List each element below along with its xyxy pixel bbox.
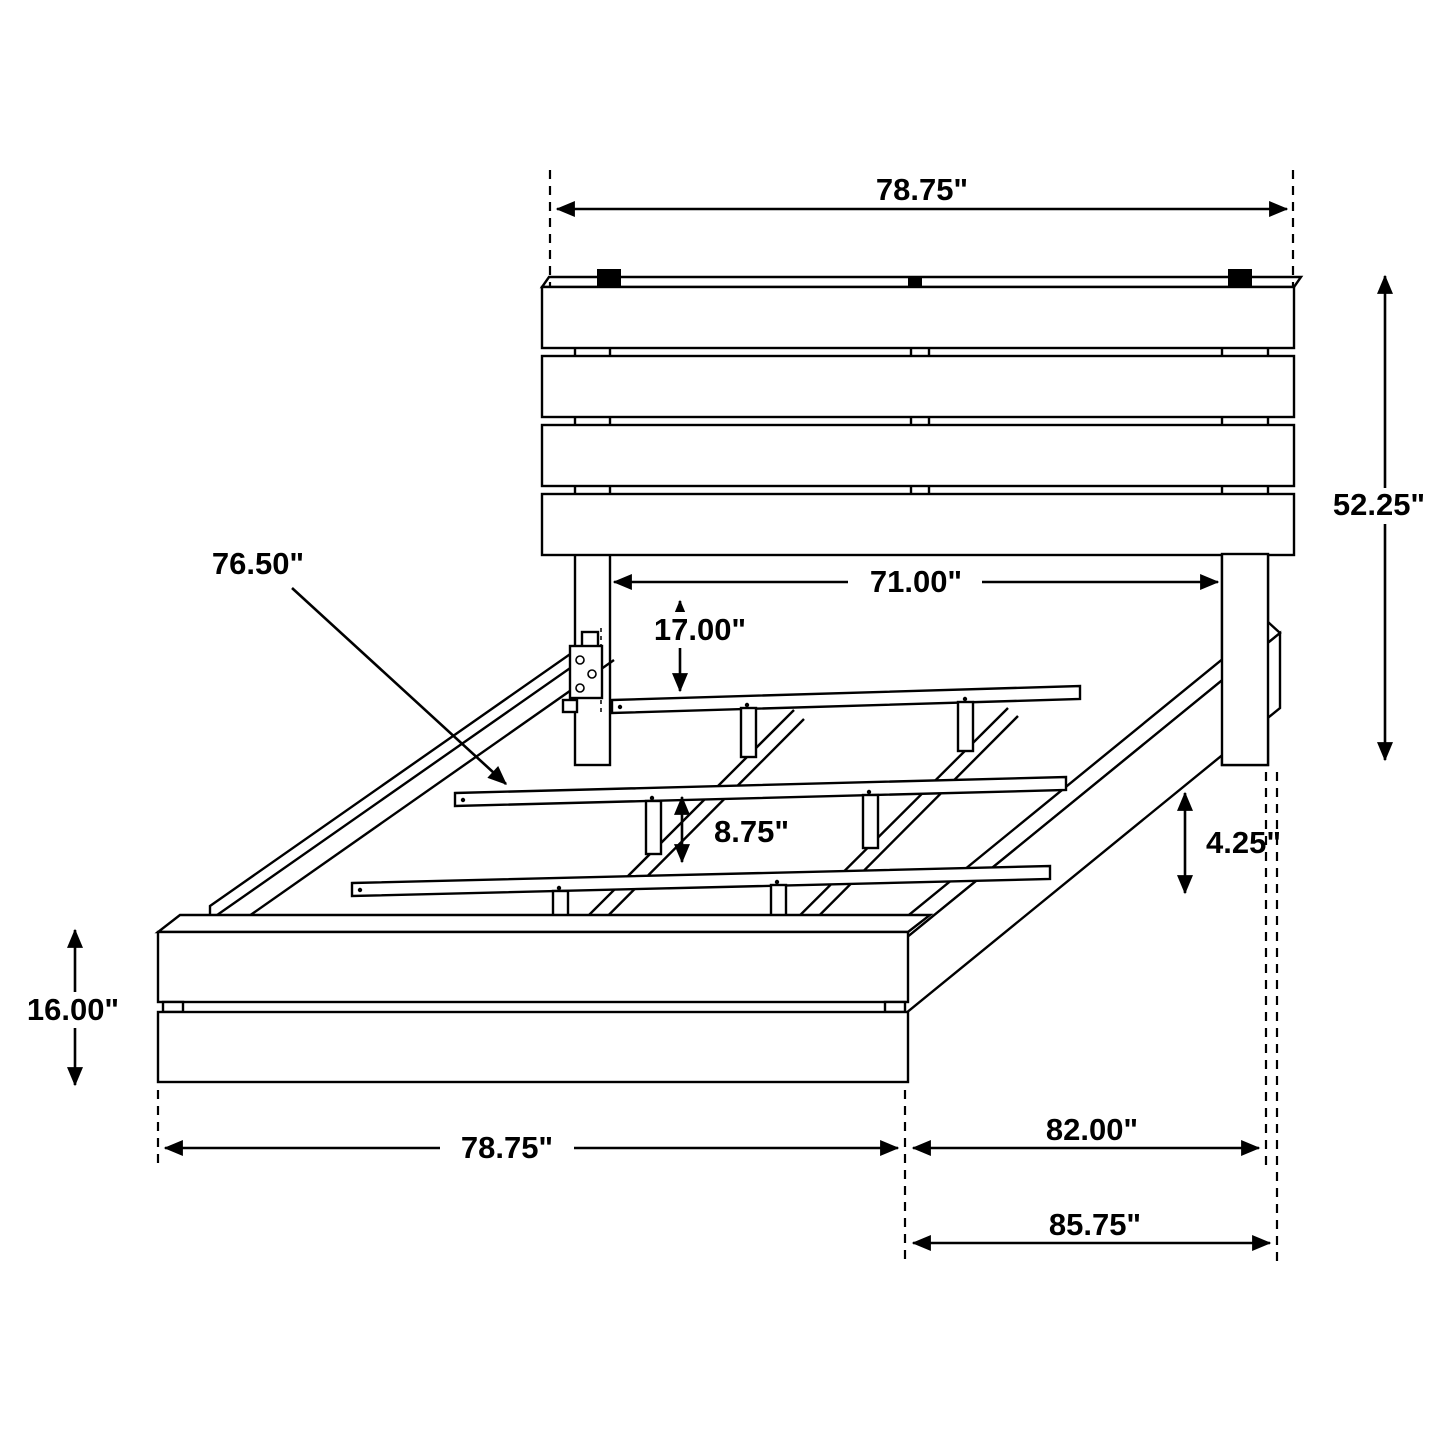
label-slat-rail-length: 76.50" <box>212 546 304 581</box>
label-inner-length: 82.00" <box>1046 1112 1138 1147</box>
slat-support-2 <box>453 775 1068 808</box>
footboard-slat-lower <box>156 1010 910 1084</box>
footboard-gap-post-right <box>883 1000 907 1014</box>
label-4-25: 4.25" <box>1206 825 1281 860</box>
headboard-right-leg <box>1220 552 1270 767</box>
label-footboard-height: 16.00" <box>27 992 119 1027</box>
bed-frame-drawing <box>154 269 1304 1084</box>
headboard-slat-3 <box>540 423 1296 488</box>
headboard-slat-1 <box>540 285 1296 350</box>
slat-support-1-leg-a <box>739 706 758 759</box>
slat-support-2-leg-a <box>644 799 663 856</box>
label-inner-width: 71.00" <box>870 564 962 599</box>
headboard-clip-center <box>908 278 922 287</box>
headboard-slat-2 <box>540 354 1296 419</box>
label-headboard-width: 78.75" <box>876 172 968 207</box>
footboard-top-face <box>154 913 934 934</box>
label-footboard-width: 78.75" <box>461 1130 553 1165</box>
footboard-slat-upper <box>156 930 910 1004</box>
slat-support-1-leg-b <box>956 700 975 753</box>
headboard-clip-right <box>1228 269 1252 287</box>
extension-lines <box>156 170 1295 1263</box>
slat-support-3 <box>350 864 1052 898</box>
headboard-clip-left <box>597 269 621 287</box>
label-headboard-height: 52.25" <box>1333 487 1425 522</box>
label-17: 17.00" <box>654 612 746 647</box>
label-overall-length: 85.75" <box>1049 1207 1141 1242</box>
left-side-rail-inner-edge <box>231 659 615 929</box>
footboard-gap-post-left <box>161 1000 185 1014</box>
leader-line-slat-rail <box>291 587 507 785</box>
slat-support-2-leg-b <box>861 793 880 850</box>
rail-bracket <box>561 628 604 714</box>
label-8-75: 8.75" <box>714 814 789 849</box>
slat-support-1 <box>610 684 1082 715</box>
screw-dots <box>357 696 968 893</box>
dimension-labels: 78.75" 52.25" 76.50" 71.00" 17.00" 8.75"… <box>27 172 1425 1242</box>
headboard-slat-4 <box>540 492 1296 557</box>
label-backgrounds <box>6 488 1445 1166</box>
